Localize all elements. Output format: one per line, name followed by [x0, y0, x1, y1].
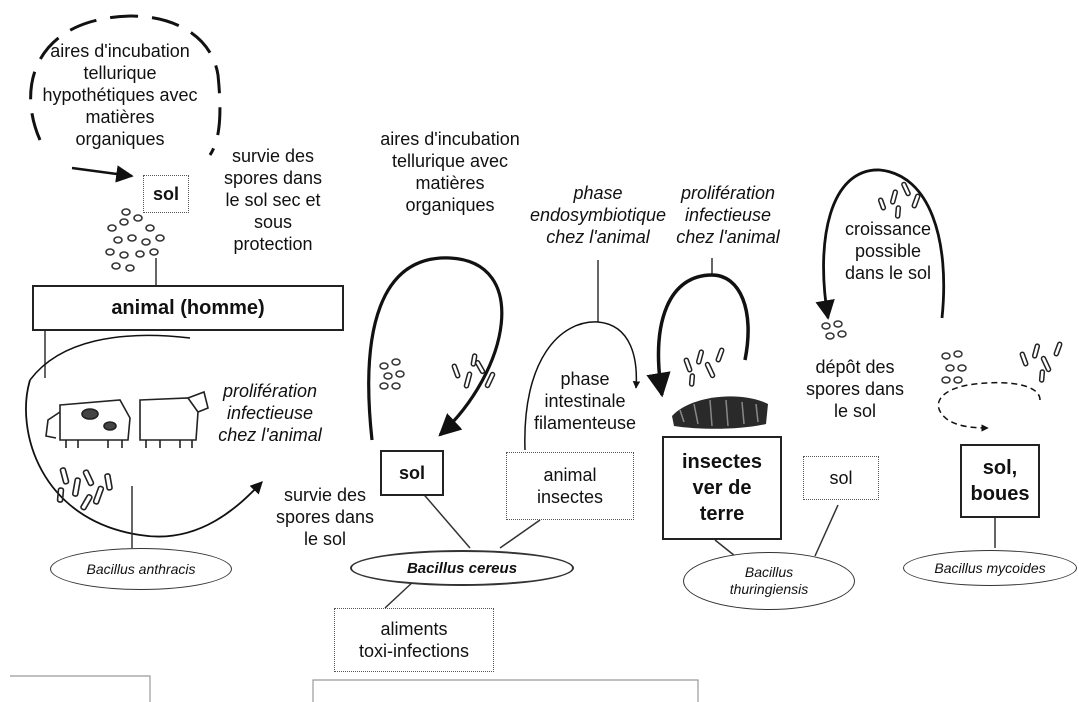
sol-box-top: sol — [143, 175, 189, 213]
endosymbiotic-phase-label: phase endosymbiotique chez l'animal — [529, 183, 667, 247]
sol-to-cereus-line — [419, 489, 471, 549]
incubation-organic-label: aires d'incubation tellurique avec matiè… — [380, 129, 520, 215]
incubation-to-sol-arrow — [71, 165, 134, 183]
bacillus-cereus-label: Bacillus cereus — [350, 550, 574, 586]
cattle-illustration — [45, 390, 209, 448]
mycoides-cycle-arrow — [815, 168, 946, 320]
hypothetical-incubation-label: aires d'incubation tellurique hypothétiq… — [42, 41, 198, 149]
endo-to-intestinal-arrow — [524, 321, 641, 451]
anthracis-cycle-top — [29, 334, 191, 381]
sol-bt-to-bt-line — [814, 504, 839, 557]
caterpillar-illustration — [672, 396, 768, 429]
infectious-proliferation-label-bt: prolifération infectieuse chez l'animal — [676, 183, 780, 247]
animal-human-box: animal (homme) — [32, 285, 344, 331]
mycoides-dashed-arrow — [937, 381, 1041, 432]
survival-dry-soil-label: survie des spores dans le sol sec et sou… — [223, 146, 323, 254]
bacillus-anthracis-label: Bacillus anthracis — [50, 548, 232, 590]
rod-cluster-cereus — [451, 353, 496, 389]
survival-soil-label: survie des spores dans le sol — [275, 485, 375, 549]
spore-deposit-label: dépôt des spores dans le sol — [805, 357, 905, 421]
bottom-box-middle-edge — [312, 679, 699, 702]
insects-earthworm-box: insectes ver de terre — [662, 436, 782, 540]
rod-cluster-mycoides-top — [877, 181, 921, 219]
rod-cluster-mycoides — [1019, 341, 1063, 383]
bacillus-mycoides-label: Bacillus mycoides — [903, 550, 1077, 586]
sol-box-cereus: sol — [380, 450, 444, 496]
intestinal-filamentous-phase-label: phase intestinale filamenteuse — [533, 369, 637, 433]
insectes-to-bt-line — [714, 539, 736, 557]
rod-cluster-anthracis — [56, 467, 113, 511]
sol-box-bt: sol — [803, 456, 879, 500]
bottom-box-left-edge — [10, 675, 151, 702]
hypothetical-incubation-dashed-outline — [29, 14, 222, 156]
anthracis-cycle-arrow — [25, 379, 263, 538]
thuringiensis-cycle-arrow — [646, 273, 750, 398]
animal-insects-box: animal insectes — [506, 452, 634, 520]
possible-growth-label: croissance possible dans le sol — [844, 219, 932, 283]
soil-mud-box: sol, boues — [960, 444, 1040, 518]
spore-cluster-top — [105, 208, 165, 272]
bacillus-thuringiensis-label: Bacillus thuringiensis — [683, 552, 855, 610]
cereus-to-aliments-line — [384, 579, 416, 609]
cereus-cycle-arrow — [367, 256, 504, 441]
spore-cluster-cereus — [379, 358, 405, 390]
spore-cluster-depot — [821, 320, 847, 340]
rod-cluster-thuringiensis — [683, 347, 725, 387]
food-poisoning-box: aliments toxi-infections — [334, 608, 494, 672]
infectious-proliferation-label-left: prolifération infectieuse chez l'animal — [218, 381, 322, 445]
animal-insectes-to-cereus-line — [499, 519, 541, 549]
spore-cluster-mycoides — [941, 350, 967, 384]
